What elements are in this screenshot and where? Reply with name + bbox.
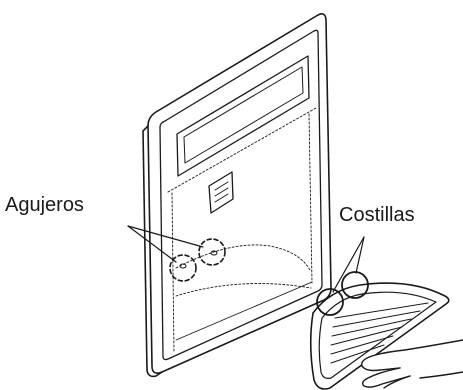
paddle-slot-1	[214, 181, 229, 191]
ribs-label: Costillas	[339, 204, 415, 226]
dispenser-area-right	[308, 113, 313, 284]
ribs-callout-right	[341, 271, 369, 299]
dispenser-cover-panel	[127, 13, 332, 378]
hole-right	[210, 250, 218, 256]
hand-palm	[361, 339, 463, 372]
tray-rib-3	[331, 318, 412, 337]
panel-inner-frame	[159, 29, 323, 361]
hand-wrist	[419, 371, 463, 379]
display-window-inner	[183, 66, 304, 164]
panel-outer-frame	[147, 13, 332, 374]
ribs-leader-1	[332, 236, 365, 293]
tray-rib-2	[332, 310, 421, 328]
tray-rib-4	[330, 326, 403, 346]
hand-finger-2	[383, 375, 411, 389]
recess-curve	[175, 244, 311, 271]
tray-outer	[309, 282, 450, 390]
holes-label: Agujeros	[5, 194, 84, 216]
drip-tray	[309, 236, 450, 390]
dispenser-area-left	[171, 192, 175, 353]
tray-rib-6	[330, 344, 385, 364]
hole-left	[179, 263, 187, 269]
hand	[361, 339, 463, 389]
display-window	[176, 55, 310, 177]
holes-callout-left	[169, 254, 197, 282]
panel-edge-thickness	[142, 125, 163, 378]
ribs-leader-2	[355, 236, 365, 274]
holes-leader-1	[127, 225, 177, 263]
recess-floor	[175, 283, 312, 297]
dispenser-area-line-top	[167, 107, 317, 193]
dispenser-paddle	[208, 171, 234, 214]
holes-leader-2	[127, 225, 204, 248]
tray-rib-1	[334, 302, 429, 319]
recess-bottom-line	[175, 281, 313, 341]
tray-rib-5	[330, 335, 394, 355]
paddle-slot-3	[214, 193, 229, 203]
holes-callout-right	[198, 238, 226, 266]
ribs-callout-left	[316, 288, 344, 316]
hand-finger-1	[361, 367, 411, 388]
paddle-slot-2	[214, 187, 229, 197]
